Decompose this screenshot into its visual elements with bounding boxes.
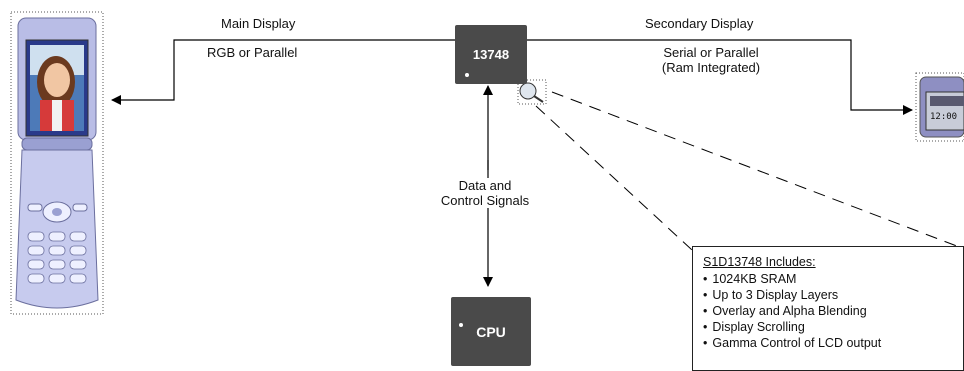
cpu-label: CPU	[476, 324, 506, 340]
includes-box: S1D13748 Includes: 1024KB SRAM Up to 3 D…	[692, 246, 964, 371]
includes-title: S1D13748 Includes:	[703, 255, 816, 269]
zoom-line-lower	[535, 105, 693, 251]
signals-label: Data and Control Signals	[420, 178, 550, 208]
chip-label: 13748	[472, 47, 510, 62]
magnifier-icon	[517, 79, 547, 105]
secondary-display-illustration	[915, 72, 964, 142]
secondary-display-line1: Serial or Parallel	[663, 45, 759, 60]
list-item: Gamma Control of LCD output	[703, 335, 963, 351]
list-item: Overlay and Alpha Blending	[703, 303, 963, 319]
secondary-display-line2: (Ram Integrated)	[661, 60, 761, 75]
includes-list: 1024KB SRAM Up to 3 Display Layers Overl…	[703, 271, 963, 351]
phone-illustration	[10, 11, 104, 315]
chip-13748: 13748	[455, 25, 527, 84]
secondary-display-title: Secondary Display	[645, 16, 754, 31]
list-item: Display Scrolling	[703, 319, 963, 335]
signals-line1: Data and	[458, 178, 512, 193]
list-item: 1024KB SRAM	[703, 271, 963, 287]
signals-line2: Control Signals	[440, 193, 530, 208]
secondary-display-arrow	[527, 39, 913, 115]
zoom-line-upper	[551, 91, 963, 249]
main-display-title: Main Display	[221, 16, 296, 31]
cpu-chip: CPU	[451, 297, 531, 366]
list-item: Up to 3 Display Layers	[703, 287, 963, 303]
main-display-subtitle: RGB or Parallel	[207, 45, 298, 60]
secondary-clock-text: 12:00	[930, 112, 958, 122]
secondary-display-desc: Serial or Parallel (Ram Integrated)	[636, 45, 786, 75]
main-display-arrow	[111, 39, 455, 105]
